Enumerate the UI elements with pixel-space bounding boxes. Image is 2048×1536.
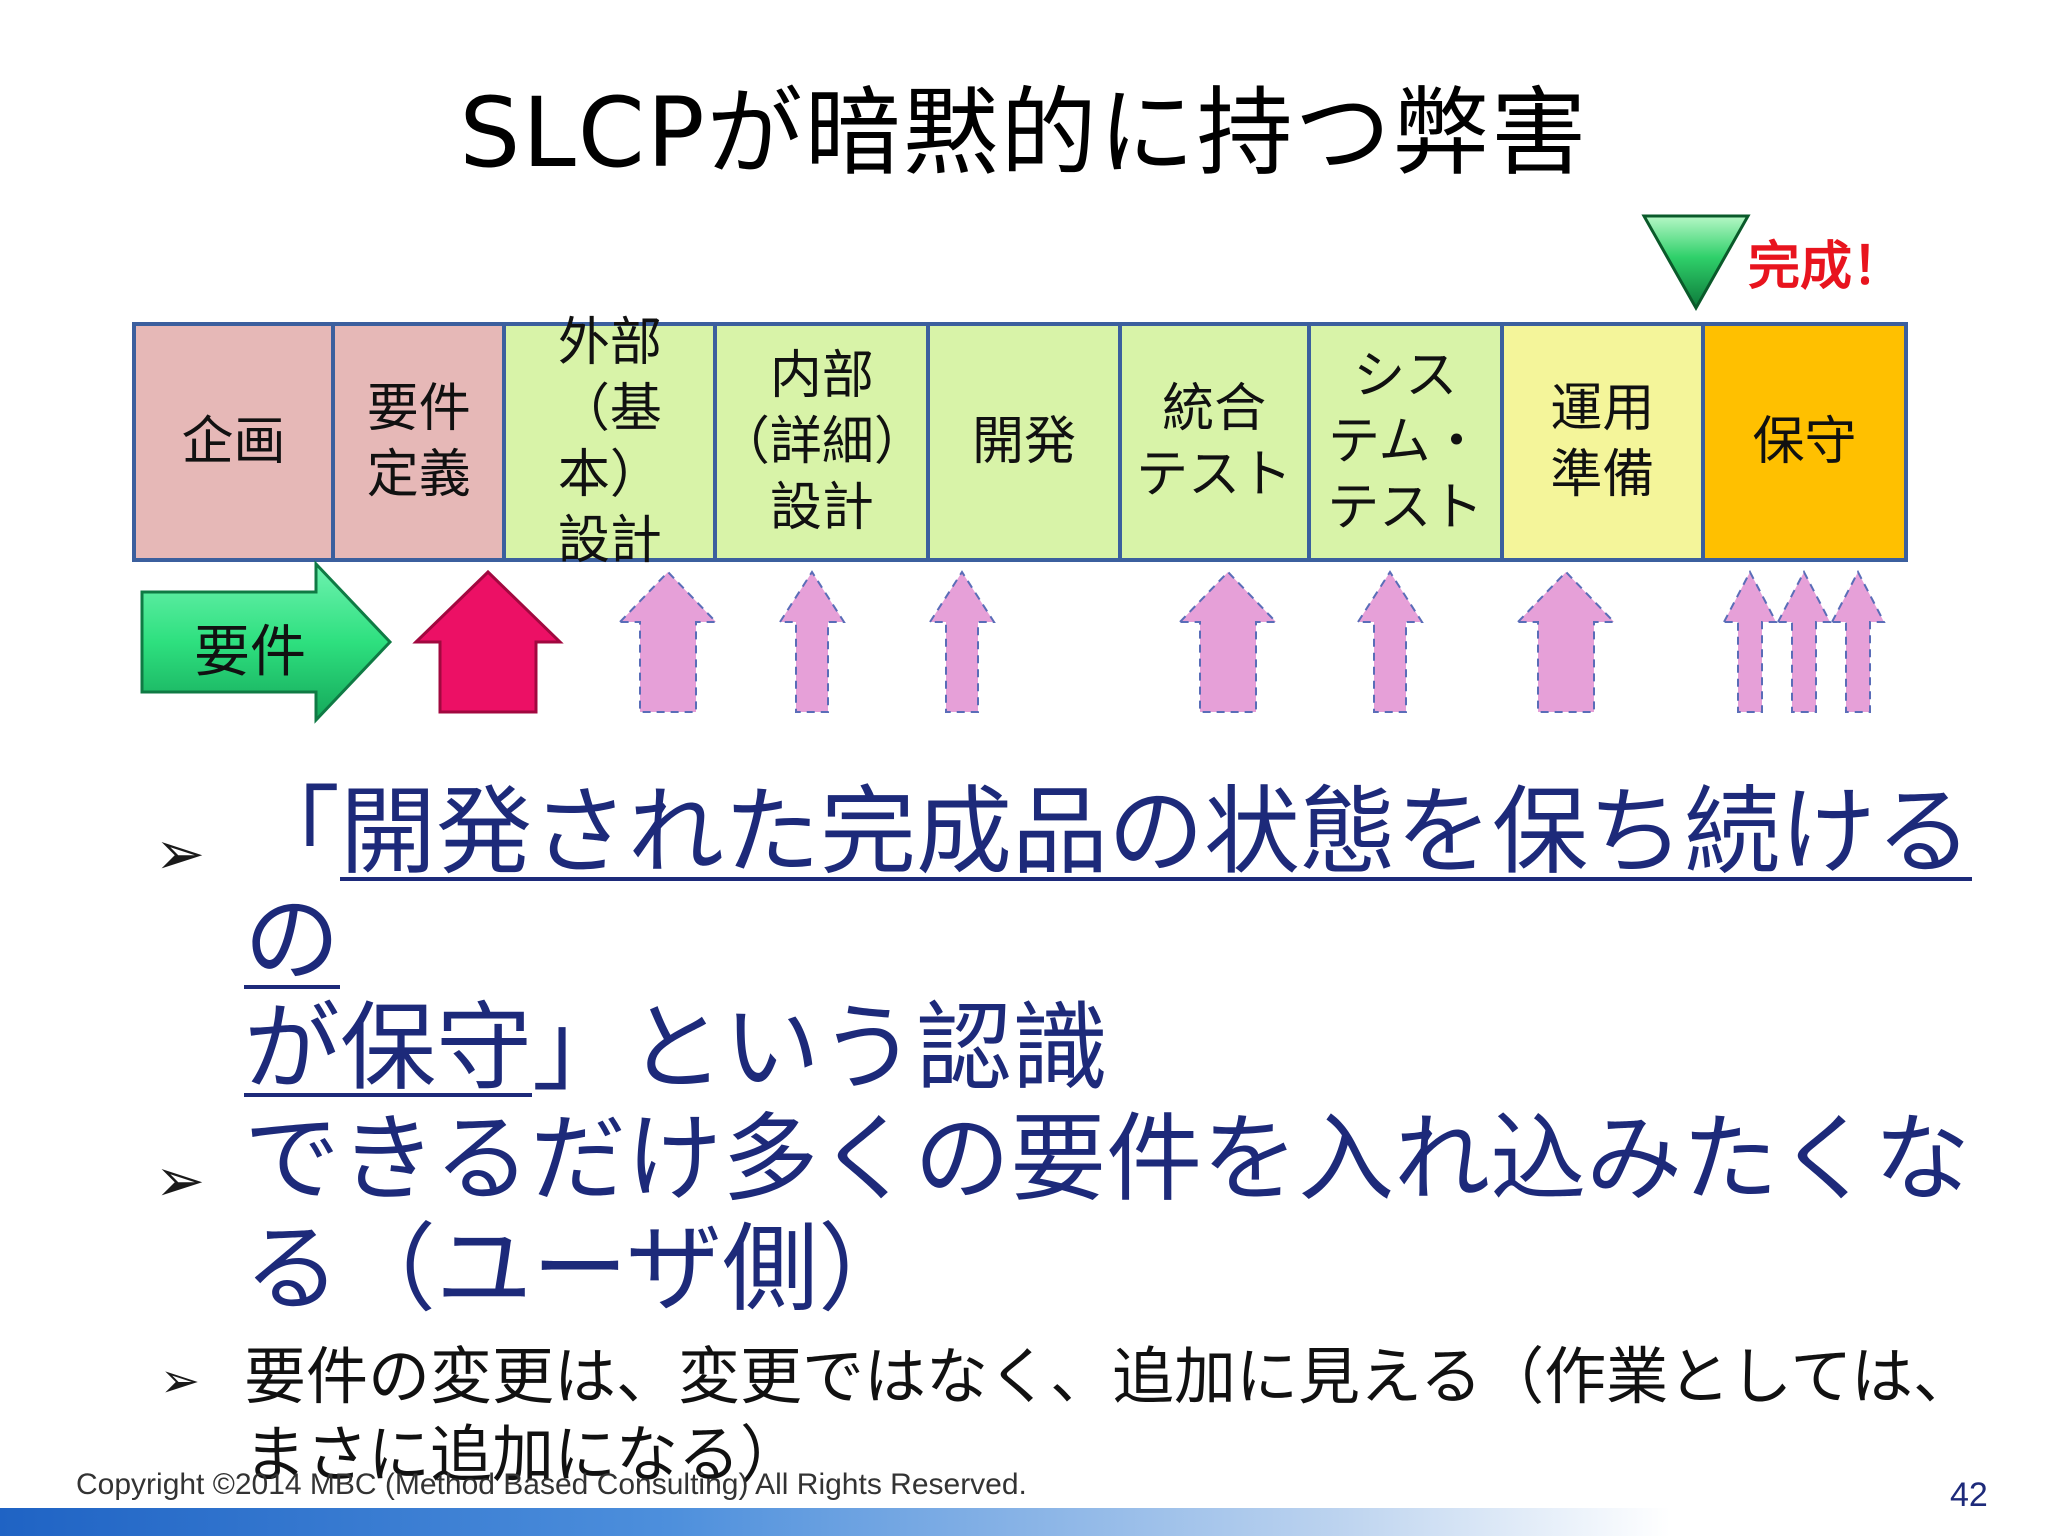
feedback-arrow-icon <box>1722 569 1778 713</box>
page-number: 42 <box>1950 1476 1988 1514</box>
bullet-arrow-icon: ➢ <box>154 819 206 889</box>
completion-label: 完成！ <box>1748 237 1905 297</box>
phase-maintenance: 保守 <box>1704 326 1904 558</box>
feedback-arrow-icon <box>617 570 719 713</box>
phase-planning: 企画 <box>136 326 336 558</box>
copyright-notice: Copyright ©2014 MBC (Method Based Consul… <box>76 1468 1027 1501</box>
bullet-1-underlined-1: 開発された完成品の状態を保ち続けるの <box>244 776 1972 996</box>
bullet-list: ➢ 「開発された完成品の状態を保ち続けるのが保守」という認識 ➢ できるだけ多く… <box>140 778 1980 1494</box>
feedback-arrow-icon <box>778 570 846 713</box>
phase-bar: 企画 要件 定義 外部 （基本） 設計 内部 （詳細） 設計 開発 統合 テスト… <box>132 313 1908 571</box>
feedback-arrow-icon <box>1776 569 1832 713</box>
bullet-arrow-icon: ➢ <box>159 1353 201 1409</box>
slide-title: SLCPが暗黙的に持つ弊害 <box>459 77 1589 189</box>
footer-band <box>0 1508 1670 1536</box>
bullet-1-open: 「 <box>244 776 340 888</box>
requirement-arrow-icon <box>140 560 393 724</box>
bullet-2-text: できるだけ多くの要件を入れ込みたくなる（ユーザ側） <box>244 1103 1971 1325</box>
phase-operation-prep: 運用 準備 <box>1503 326 1705 558</box>
feedback-arrow-icon <box>1177 570 1279 713</box>
bullet-item: ➢ 要件の変更は、変更ではなく、追加に見える（作業としては、まさに追加になる） <box>140 1338 1980 1494</box>
feedback-arrow-icon <box>1830 569 1886 713</box>
bullet-item: ➢ 「開発された完成品の状態を保ち続けるのが保守」という認識 <box>140 778 1980 1102</box>
arrow-row <box>140 560 1886 724</box>
phase-integration-test: 統合 テスト <box>1121 326 1311 558</box>
bullet-arrow-icon: ➢ <box>154 1146 206 1216</box>
bullet-3-text: 要件の変更は、変更ではなく、追加に見える（作業としては、まさに追加になる） <box>244 1340 1976 1491</box>
phase-requirements: 要件 定義 <box>335 326 507 558</box>
completion-marker-icon <box>1641 214 1751 312</box>
feedback-arrow-icon <box>1356 570 1424 713</box>
feedback-arrow-icon <box>928 570 996 713</box>
phase-system-test: シス テム・ テスト <box>1310 326 1504 558</box>
feedback-arrow-icon <box>1515 570 1617 713</box>
requirement-arrow-label: 要件 <box>194 620 306 685</box>
main-feedback-arrow-icon <box>412 569 564 714</box>
bullet-item: ➢ できるだけ多くの要件を入れ込みたくなる（ユーザ側） <box>140 1104 1980 1324</box>
phase-internal-design: 内部 （詳細） 設計 <box>717 326 931 558</box>
phase-external-design: 外部 （基本） 設計 <box>506 313 718 571</box>
phase-development: 開発 <box>930 326 1122 558</box>
bullet-1-underlined-2: が保守 <box>244 992 532 1104</box>
bullet-1-tail: 」という認識 <box>532 992 1108 1104</box>
